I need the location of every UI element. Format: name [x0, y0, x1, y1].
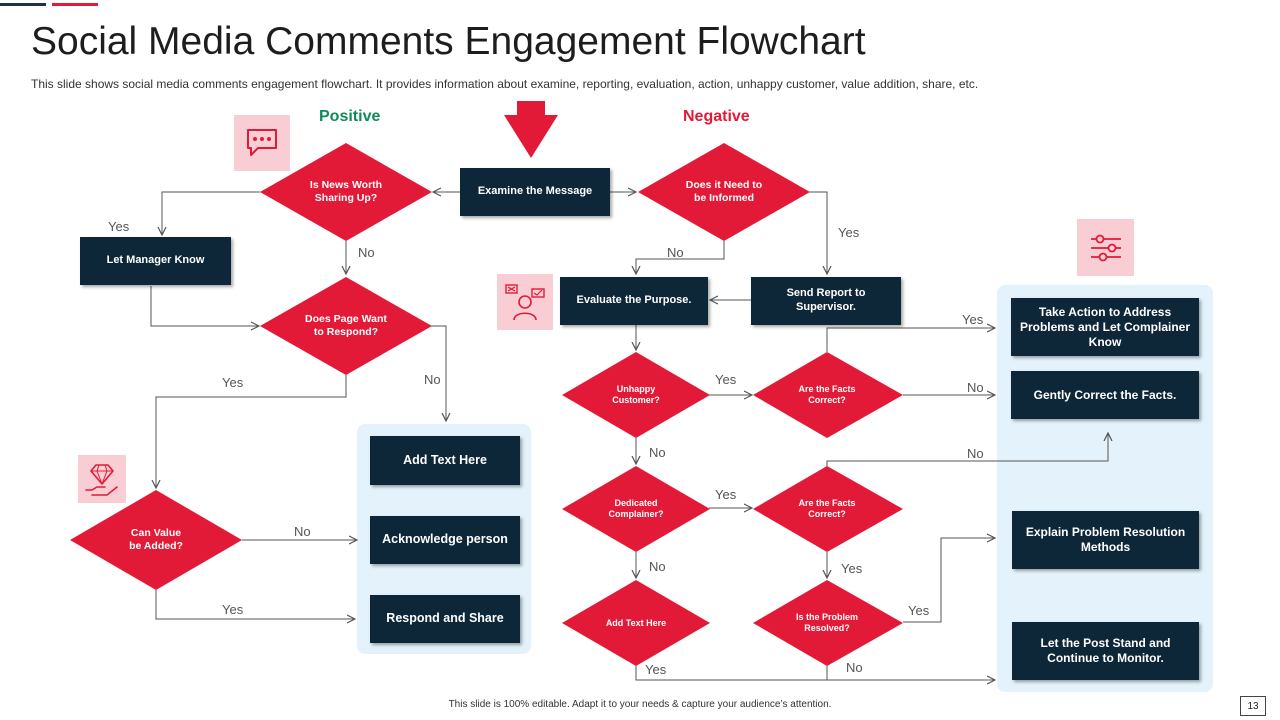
decision-unhappy-line1: Unhappy	[617, 384, 656, 394]
box-take-action: Take Action to Address Problems and Let …	[1011, 298, 1199, 356]
decision-unhappy-customer	[562, 352, 710, 438]
page-number: 13	[1240, 696, 1266, 716]
diamond-hand-icon	[85, 464, 118, 496]
decision-facts-correct-2	[753, 466, 903, 552]
label-yes: Yes	[715, 372, 737, 387]
decision-facts-correct-1	[753, 352, 903, 438]
label-no: No	[846, 660, 863, 675]
decision-dedicated-complainer	[562, 466, 710, 552]
label-yes: Yes	[222, 375, 244, 390]
label-no: No	[967, 446, 984, 461]
label-no: No	[294, 524, 311, 539]
person-chat-icon	[505, 284, 545, 321]
label-yes: Yes	[838, 225, 860, 240]
settings-sliders-icon-tile	[1077, 219, 1134, 276]
decision-facts1-line2: Correct?	[808, 395, 846, 405]
decision-page-respond-line1: Does Page Want	[305, 313, 387, 325]
decision-value-added-line1: Can Value	[131, 527, 181, 539]
decision-problem-resolved-line2: Resolved?	[804, 623, 850, 633]
decision-dedicated-line1: Dedicated	[614, 498, 657, 508]
decision-dedicated-line2: Complainer?	[608, 509, 663, 519]
footer-note: This slide is 100% editable. Adapt it to…	[448, 699, 832, 710]
label-yes: Yes	[962, 312, 984, 327]
page-subtitle: This slide shows social media comments e…	[31, 77, 979, 91]
label-yes: Yes	[645, 662, 667, 677]
label-no: No	[649, 445, 666, 460]
decision-news-worth-line1: Is News Worth	[310, 179, 382, 191]
box-acknowledge-person: Acknowledge person	[370, 516, 520, 564]
decision-facts2-line1: Are the Facts	[798, 498, 855, 508]
box-respond-share: Respond and Share	[370, 595, 520, 643]
decision-need-inform-line1: Does it Need to	[686, 179, 762, 191]
label-yes: Yes	[908, 603, 930, 618]
decision-news-worth-line2: Sharing Up?	[315, 192, 377, 204]
speech-bubble-icon-tile	[234, 115, 290, 171]
accent-bar-red	[52, 3, 98, 6]
decision-news-worth	[260, 143, 432, 241]
box-send-report: Send Report to Supervisor.	[751, 277, 901, 325]
decision-unhappy-line2: Customer?	[612, 395, 660, 405]
box-let-post-stand: Let the Post Stand and Continue to Monit…	[1012, 622, 1199, 680]
decision-need-inform	[638, 143, 810, 241]
box-examine-message: Examine the Message	[460, 168, 610, 216]
negative-header: Negative	[683, 108, 750, 125]
label-yes: Yes	[108, 219, 130, 234]
decision-add-text	[562, 580, 710, 666]
label-yes: Yes	[715, 487, 737, 502]
label-yes: Yes	[841, 561, 863, 576]
label-no: No	[424, 372, 441, 387]
label-no: No	[967, 380, 984, 395]
decision-facts1-line1: Are the Facts	[798, 384, 855, 394]
accent-bar-dark	[0, 3, 46, 6]
box-add-text: Add Text Here	[370, 436, 520, 485]
positive-header: Positive	[319, 108, 381, 125]
down-arrow-icon	[504, 101, 558, 158]
decision-value-added-line2: be Added?	[129, 540, 183, 552]
label-no: No	[667, 245, 684, 260]
box-let-manager-know: Let Manager Know	[80, 237, 231, 285]
decision-add-text-line1: Add Text Here	[606, 618, 666, 628]
speech-bubble-icon	[247, 129, 277, 156]
page-title: Social Media Comments Engagement Flowcha…	[31, 20, 866, 63]
decision-value-added	[70, 490, 242, 590]
decision-page-respond	[260, 277, 432, 375]
decision-page-respond-line2: to Respond?	[314, 326, 378, 338]
diamond-hand-icon-tile	[78, 455, 126, 503]
box-gently-correct: Gently Correct the Facts.	[1011, 371, 1199, 419]
box-evaluate-purpose: Evaluate the Purpose.	[560, 277, 708, 325]
decision-need-inform-line2: be Informed	[694, 192, 754, 204]
settings-sliders-icon	[1090, 234, 1121, 261]
decision-problem-resolved-line1: Is the Problem	[796, 612, 858, 622]
box-explain-methods: Explain Problem Resolution Methods	[1012, 511, 1199, 569]
decision-facts2-line2: Correct?	[808, 509, 846, 519]
label-no: No	[358, 245, 375, 260]
label-yes: Yes	[222, 602, 244, 617]
person-chat-icon-tile	[497, 274, 553, 330]
label-no: No	[649, 559, 666, 574]
decision-problem-resolved	[753, 580, 903, 666]
